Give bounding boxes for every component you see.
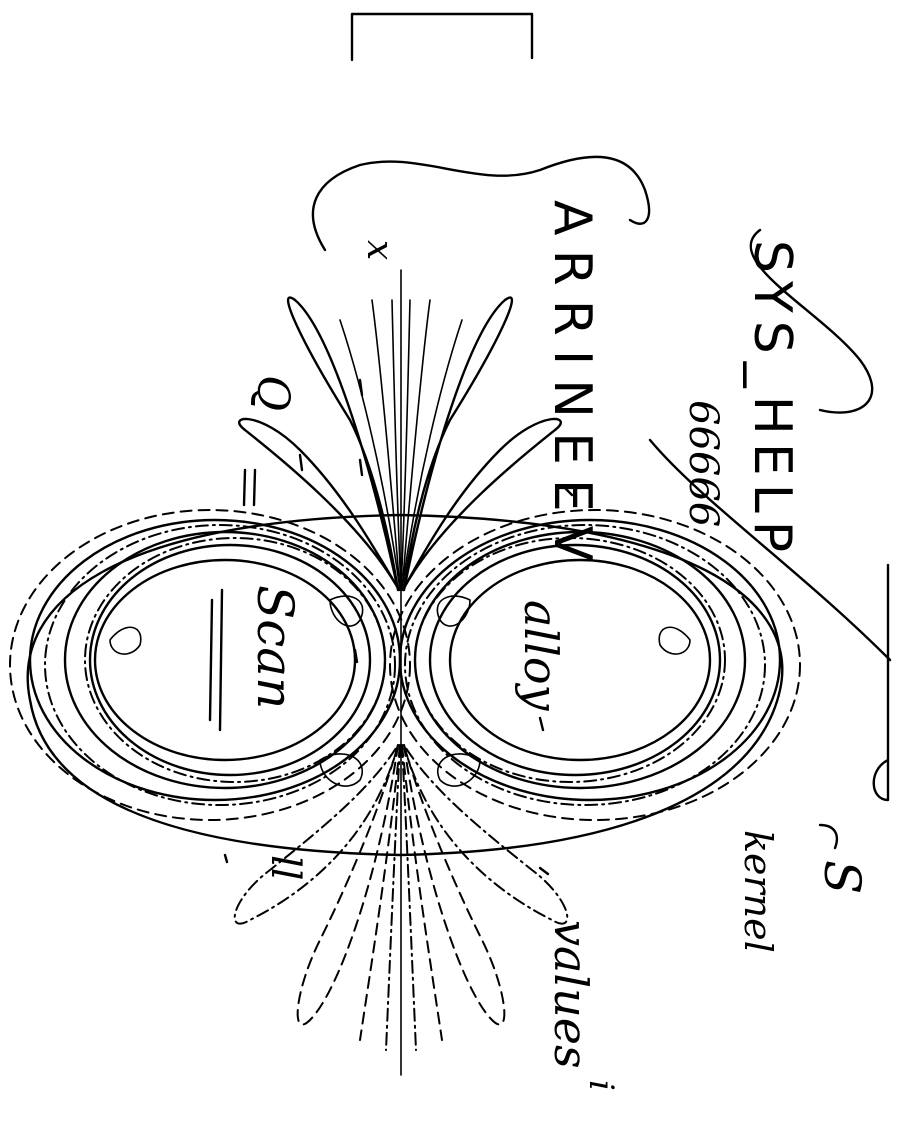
sys-loop [749,228,874,414]
mark-ll: ll [262,855,308,881]
inner-eyes [109,595,691,787]
mark-i: i [581,1080,621,1091]
lower-dashed-lobes [233,744,569,1051]
top-bracket [350,12,534,62]
title-loop [311,155,651,252]
left-ring-dashed [9,509,411,821]
scan-underlines [208,468,257,732]
sys-label: SYS_HELP [742,240,802,560]
mark-q: Q [247,375,298,411]
lower-bracket-curve [818,823,839,850]
tick-marks [223,378,574,876]
left-ring-solid [28,518,402,802]
right-bracket [872,563,890,802]
title-letters: ARRINEEV [542,200,602,575]
diagonal-stroke [648,438,892,662]
word-values: values [544,920,598,1069]
word-scan: Scan [246,585,304,709]
word-kernel: kernel [736,830,780,953]
code-number: 66666 [680,400,726,527]
right-ring-dashed [389,509,801,821]
word-alloy: alloy [514,600,568,712]
mark-x: x [359,240,400,260]
upper-solid-lobes [238,296,562,592]
outer-band [26,513,784,857]
letter-s: S [813,860,871,894]
